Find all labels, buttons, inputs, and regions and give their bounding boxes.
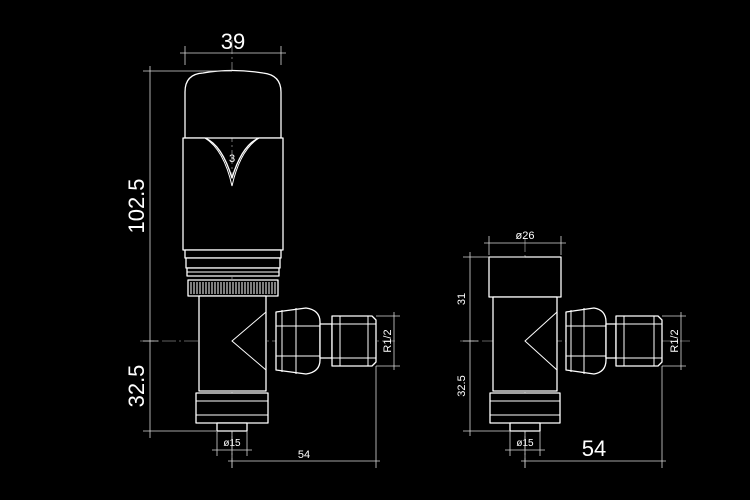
head-v-notch <box>204 137 260 187</box>
right-dim-height-lower: 32.5 <box>456 375 468 396</box>
dim-top-width: 39 <box>221 29 245 54</box>
right-outlet-threaded-tail <box>615 315 663 367</box>
lockshield-body-cone <box>524 311 558 371</box>
knurl-marks <box>190 282 276 294</box>
dim-top-diameter: ø26 <box>516 230 535 242</box>
right-outlet-union-nut <box>565 307 607 375</box>
right-dim-outlet-length: 54 <box>582 436 606 461</box>
valve-body <box>198 295 267 392</box>
right-thread-label: R1/2 <box>669 329 681 352</box>
right-bottom-pipe-stub <box>509 422 541 432</box>
right-outlet-connector <box>605 323 617 359</box>
head-ring-2 <box>185 257 281 269</box>
thermostatic-head-cap <box>184 69 282 139</box>
lockshield-valve-view: ø26 31 32.5 ø15 54 R1/2 <box>456 230 690 468</box>
dim-height-lower: 32.5 <box>124 365 149 408</box>
lockshield-cap <box>488 256 562 298</box>
head-ring-1 <box>184 249 282 259</box>
bottom-pipe-stub <box>216 422 248 432</box>
right-dim-height-upper: 31 <box>456 293 468 305</box>
outlet-union-nut <box>275 307 321 375</box>
thermostatic-valve-view: 3 39 <box>124 29 400 468</box>
outlet-connector <box>319 323 333 359</box>
bottom-union-nut <box>195 392 269 424</box>
outlet-threaded-tail <box>331 315 377 367</box>
dim-outlet-length: 54 <box>298 449 310 461</box>
head-setting-number: 3 <box>229 153 235 165</box>
right-bottom-union-nut <box>489 392 561 424</box>
dim-height-upper: 102.5 <box>124 178 149 233</box>
lockshield-body <box>492 296 558 392</box>
thread-label: R1/2 <box>382 329 394 352</box>
valve-body-cone <box>231 311 267 371</box>
